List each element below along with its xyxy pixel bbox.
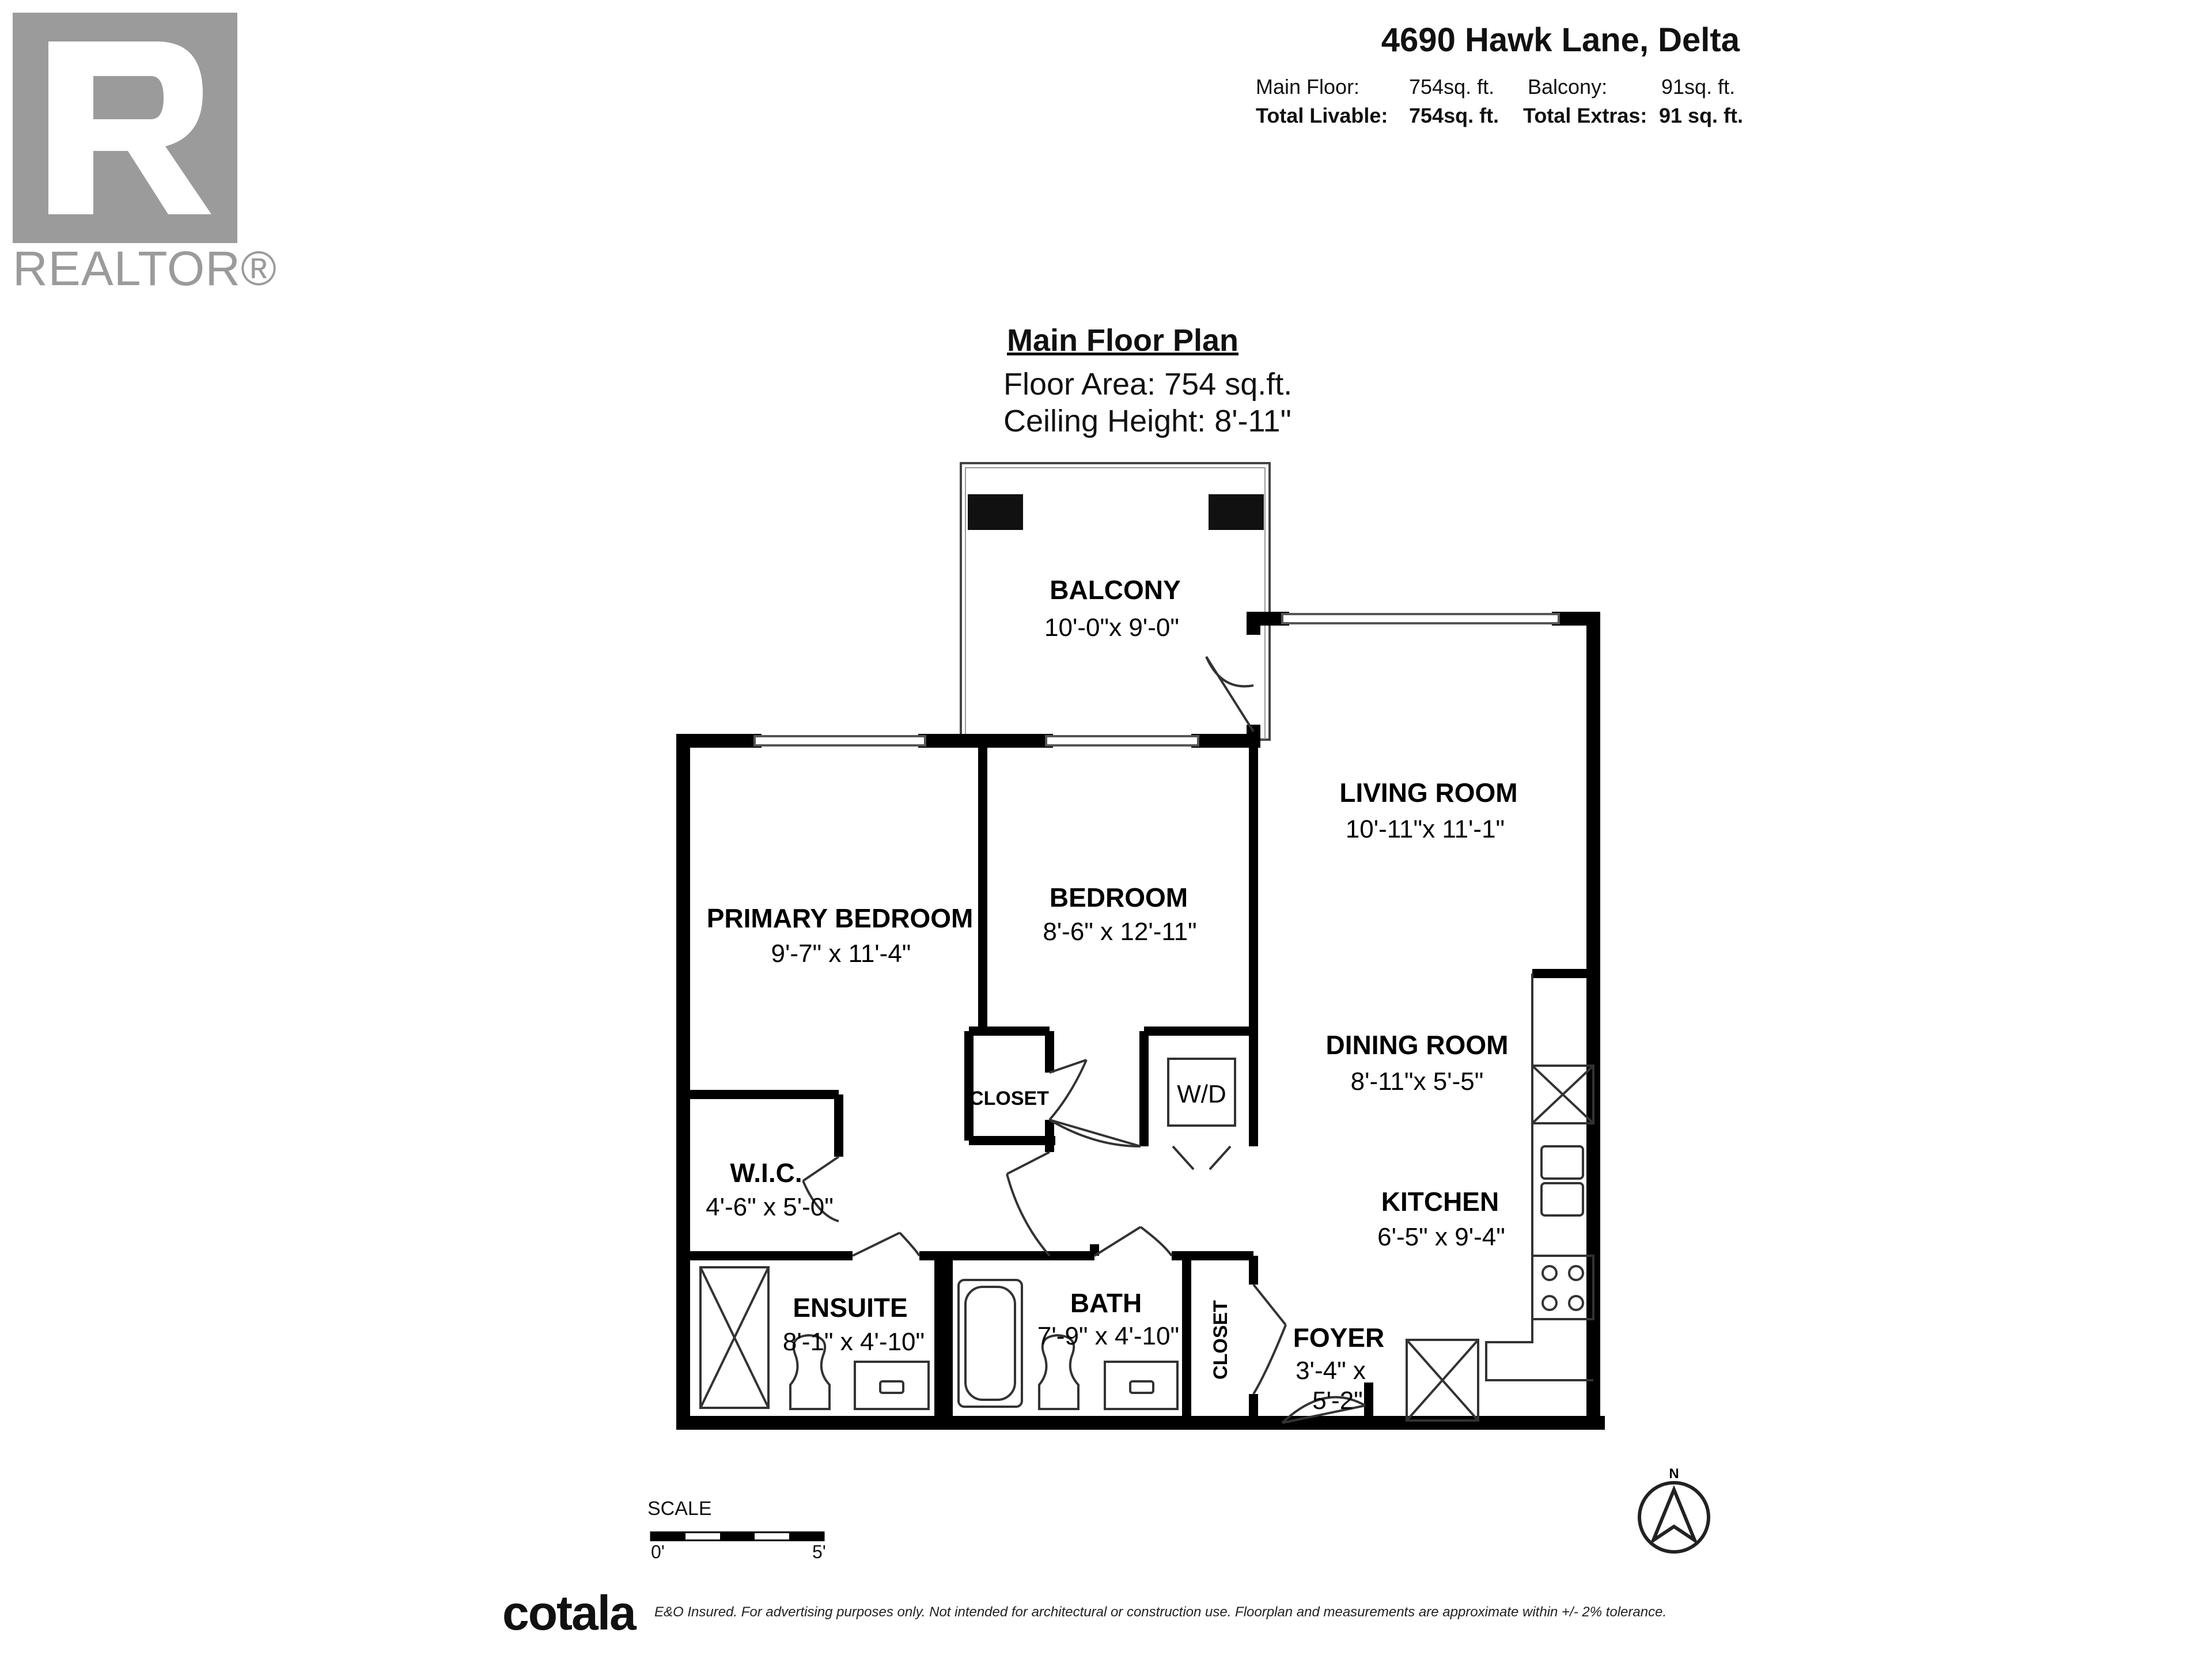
compass-north-label: N	[1669, 1466, 1679, 1482]
balcony-dim: 10'-0"x 9'-0"	[1044, 613, 1179, 642]
bath-dim: 7'-9" x 4'-10"	[1037, 1322, 1179, 1350]
total-livable-value: 754sq. ft.	[1409, 104, 1499, 127]
floor-area: Floor Area: 754 sq.ft.	[1003, 367, 1293, 402]
realtor-r-icon	[13, 13, 237, 243]
kitchen-counter	[1406, 974, 1594, 1422]
windows	[753, 613, 1560, 747]
scale-bar	[650, 1531, 825, 1541]
toilet-icon	[789, 1334, 831, 1410]
total-livable-label: Total Livable:	[1256, 104, 1388, 127]
kitchen-appliance-box	[1531, 1065, 1594, 1124]
washer-dryer-label: W/D	[1177, 1080, 1226, 1108]
vanity-sink-icon	[854, 1361, 930, 1410]
living-room-dim: 10'-11"x 11'-1"	[1346, 815, 1505, 843]
foyer-dim-1: 3'-4" x	[1296, 1357, 1366, 1385]
cotala-brand: cotala	[502, 1586, 637, 1640]
total-extras-label: Total Extras:	[1523, 104, 1647, 127]
plan-title: Main Floor Plan	[1007, 323, 1239, 358]
scale-end: 5'	[812, 1541, 826, 1562]
kitchen-sink-icon	[1540, 1145, 1584, 1180]
main-floor-value: 754sq. ft.	[1409, 75, 1495, 99]
wic-name: W.I.C.	[730, 1158, 802, 1188]
north-arrow-icon	[1638, 1481, 1710, 1554]
kitchen-name: KITCHEN	[1381, 1187, 1499, 1217]
scale-start: 0'	[651, 1541, 665, 1562]
wic-dim: 4'-6" x 5'-0"	[706, 1193, 834, 1221]
bath-vanity-icon	[1104, 1361, 1179, 1410]
fridge-icon	[1406, 1339, 1479, 1422]
scale-label: SCALE	[647, 1498, 712, 1520]
dining-room-dim: 8'-11"x 5'-5"	[1351, 1067, 1484, 1096]
balcony-value: 91sq. ft.	[1661, 75, 1736, 99]
living-room-name: LIVING ROOM	[1339, 778, 1517, 808]
foyer-name: FOYER	[1293, 1323, 1384, 1353]
disclaimer: E&O Insured. For advertising purposes on…	[654, 1604, 1667, 1620]
dining-room-name: DINING ROOM	[1326, 1030, 1509, 1060]
foyer-closet-label: CLOSET	[1210, 1300, 1232, 1380]
bathtub-icon	[957, 1279, 1023, 1408]
bath-name: BATH	[1070, 1288, 1142, 1318]
realtor-wordmark: REALTOR®	[13, 241, 277, 296]
closet-label: CLOSET	[969, 1088, 1049, 1109]
bathroom-fixtures	[699, 1266, 1179, 1410]
shower-icon	[699, 1266, 770, 1409]
balcony-post-left	[968, 494, 1023, 530]
primary-bedroom-name: PRIMARY BEDROOM	[707, 903, 974, 933]
property-address: 4690 Hawk Lane, Delta	[1381, 21, 1740, 59]
bath-toilet-icon	[1038, 1334, 1080, 1410]
ceiling-height: Ceiling Height: 8'-11"	[1003, 404, 1291, 438]
doors	[802, 656, 1366, 1424]
realtor-logo	[13, 13, 237, 243]
primary-bedroom-dim: 9'-7" x 11'-4"	[771, 940, 911, 968]
interior-walls	[683, 741, 1593, 1423]
kitchen-dim: 6'-5" x 9'-4"	[1377, 1223, 1505, 1251]
cooktop-icon	[1531, 1255, 1594, 1320]
foyer-dim-2: 5'-2"	[1312, 1387, 1363, 1415]
balcony-label: Balcony:	[1528, 75, 1608, 99]
bedroom-name: BEDROOM	[1050, 882, 1188, 912]
balcony-name: BALCONY	[1050, 575, 1180, 605]
main-floor-label: Main Floor:	[1256, 75, 1360, 99]
balcony-post-right	[1209, 494, 1264, 530]
ensuite-name: ENSUITE	[793, 1293, 907, 1323]
ensuite-dim: 8'-1" x 4'-10"	[783, 1328, 925, 1356]
washer-dryer-box	[1167, 1058, 1236, 1127]
total-extras-value: 91 sq. ft.	[1659, 104, 1744, 127]
bedroom-dim: 8'-6" x 12'-11"	[1043, 918, 1196, 946]
